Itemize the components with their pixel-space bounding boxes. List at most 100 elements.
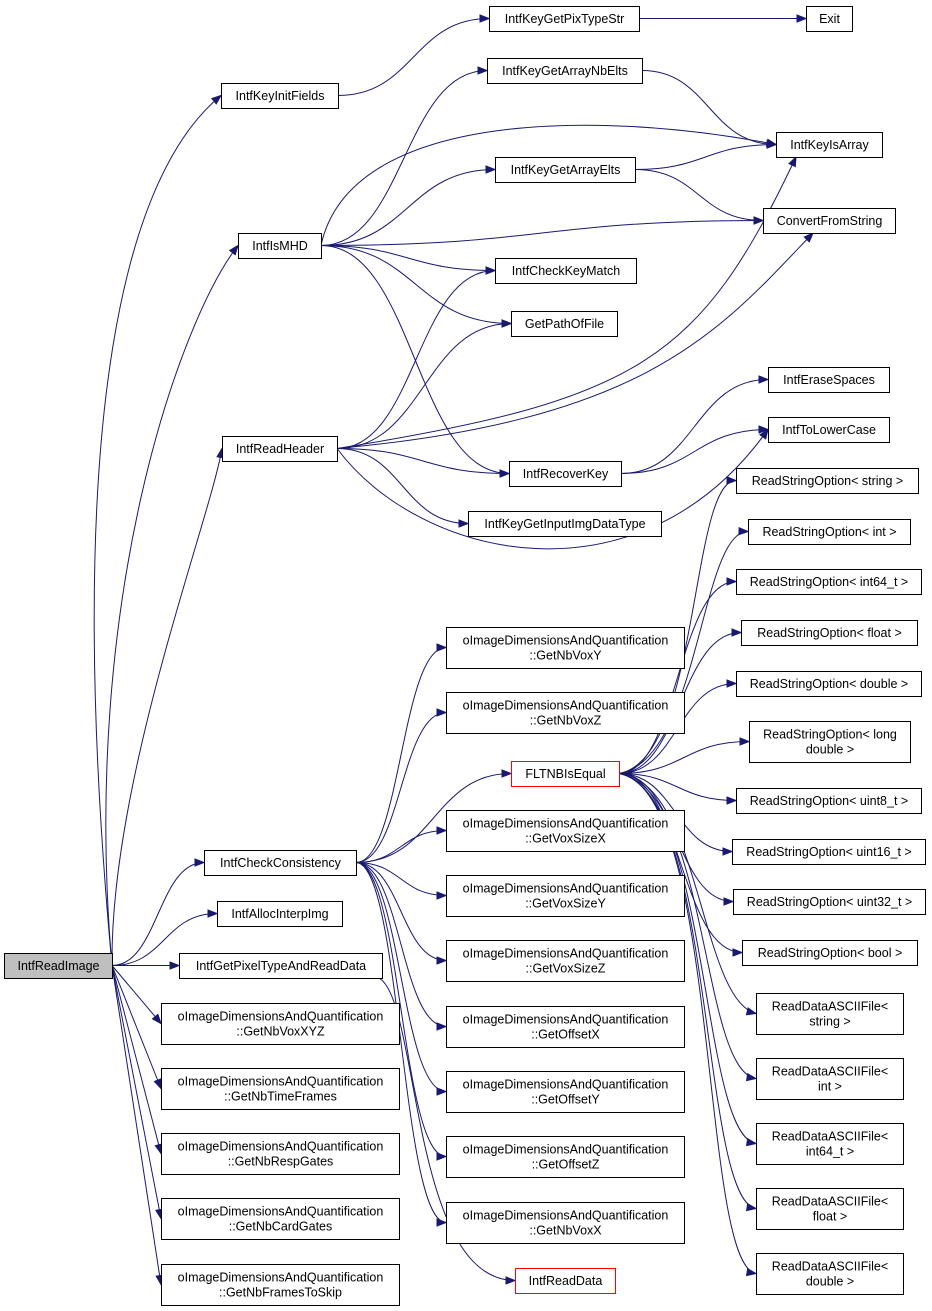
call-edge [634,140,778,170]
function-node-getpath[interactable]: GetPathOfFile [511,311,618,337]
function-node-rso-double[interactable]: ReadStringOption< double > [736,671,922,697]
call-edge [620,375,770,474]
function-node-exit[interactable]: Exit [806,6,853,32]
function-node-rso-uint32[interactable]: ReadStringOption< uint32_t > [733,889,926,915]
node-label: oImageDimensionsAndQuantification [178,1140,384,1154]
function-node-offsety[interactable]: oImageDimensionsAndQuantification::GetOf… [446,1071,685,1113]
node-label: oImageDimensionsAndQuantification [178,1271,384,1285]
function-node-checkkeymatch[interactable]: IntfCheckKeyMatch [495,258,637,284]
call-edge [355,862,448,1161]
function-node-nbvoxx[interactable]: oImageDimensionsAndQuantification::GetNb… [446,1202,685,1244]
node-box [756,1123,904,1165]
node-label: oImageDimensionsAndQuantification [178,1075,384,1089]
call-edge [639,14,808,23]
node-box [509,461,622,487]
node-label: IntfReadImage [18,959,100,973]
call-edge [111,858,206,966]
node-label: ::GetNbVoxX [529,1224,602,1238]
node-label: ReadStringOption< int > [762,525,896,539]
function-node-nbvoxxyz[interactable]: oImageDimensionsAndQuantification::GetNb… [161,1003,400,1045]
function-node-checkconsistency[interactable]: IntfCheckConsistency [204,850,357,876]
function-node-rso-bool[interactable]: ReadStringOption< bool > [742,940,918,966]
call-edge [336,319,513,449]
function-node-getpixtypestr[interactable]: IntfKeyGetPixTypeStr [489,6,640,32]
function-node-nbvoxy[interactable]: oImageDimensionsAndQuantification::GetNb… [446,627,685,669]
node-label: IntfKeyGetArrayElts [511,163,621,177]
node-label: ReadStringOption< string > [752,474,903,488]
node-label: ReadStringOption< uint8_t > [750,794,908,808]
function-node-readdata[interactable]: IntfReadData [515,1268,616,1294]
function-node-nbtimeframes[interactable]: oImageDimensionsAndQuantification::GetNb… [161,1068,400,1110]
function-node-isarray[interactable]: IntfKeyIsArray [776,132,883,158]
function-node-rso-string[interactable]: ReadStringOption< string > [736,468,919,494]
function-node-voxsizez[interactable]: oImageDimensionsAndQuantification::GetVo… [446,940,685,982]
function-node-getarrayelts[interactable]: IntfKeyGetArrayElts [495,157,636,183]
function-node-voxsizex[interactable]: oImageDimensionsAndQuantification::GetVo… [446,810,685,852]
function-node-nbcardgates[interactable]: oImageDimensionsAndQuantification::GetNb… [161,1198,400,1240]
call-edge [355,862,448,900]
node-label: ReadStringOption< int64_t > [750,575,908,589]
function-node-tolower[interactable]: IntfToLowerCase [768,417,890,443]
function-node-allocinterp[interactable]: IntfAllocInterpImg [217,901,343,927]
call-edge [320,245,497,275]
call-edge [618,773,738,805]
call-edge [337,14,491,96]
function-node-getarraynbelts[interactable]: IntfKeyGetArrayNbElts [487,58,643,84]
node-label: IntfKeyInitFields [236,89,325,103]
call-edge [618,773,744,957]
function-node-rso-int64[interactable]: ReadStringOption< int64_t > [736,569,922,595]
function-node-rso-uint16[interactable]: ReadStringOption< uint16_t > [732,839,926,865]
function-node-nbframestoskip[interactable]: oImageDimensionsAndQuantification::GetNb… [161,1264,400,1306]
function-node-ismhd[interactable]: IntfIsMHD [238,233,322,259]
function-node-rda-int64[interactable]: ReadDataASCIIFile<int64_t > [756,1123,904,1165]
function-node-rda-string[interactable]: ReadDataASCIIFile<string > [756,993,904,1035]
function-node-erasespaces[interactable]: IntfEraseSpaces [768,367,890,393]
node-label: ReadDataASCIIFile< [772,1195,888,1209]
node-box [4,953,113,979]
function-node-rda-double[interactable]: ReadDataASCIIFile<double > [756,1253,904,1295]
node-box [742,940,918,966]
function-node-readheader[interactable]: IntfReadHeader [222,436,338,462]
function-node-rso-float[interactable]: ReadStringOption< float > [741,620,918,646]
node-box [446,1136,685,1178]
node-label: ::GetNbTimeFrames [224,1090,337,1104]
function-node-fltnb[interactable]: FLTNBIsEqual [511,761,620,787]
function-node-nbvoxz[interactable]: oImageDimensionsAndQuantification::GetNb… [446,692,685,734]
function-node-getinputimg[interactable]: IntfKeyGetInputImgDataType [468,511,662,537]
function-node-recoverkey[interactable]: IntfRecoverKey [509,461,622,487]
node-label: IntfRecoverKey [523,467,609,481]
call-edge [111,965,164,1286]
node-label: IntfReadData [529,1274,603,1288]
function-node-nbrespgates[interactable]: oImageDimensionsAndQuantification::GetNb… [161,1133,400,1175]
function-node-getpixelread[interactable]: IntfGetPixelTypeAndReadData [179,953,383,979]
function-node-convert[interactable]: ConvertFromString [763,208,896,234]
function-node-offsetx[interactable]: oImageDimensionsAndQuantification::GetOf… [446,1006,685,1048]
call-edge [355,708,448,863]
function-node-voxsizey[interactable]: oImageDimensionsAndQuantification::GetVo… [446,875,685,917]
node-label: int > [818,1080,842,1094]
node-box [179,953,383,979]
node-label: IntfKeyGetInputImgDataType [484,517,645,531]
function-node-rso-uint8[interactable]: ReadStringOption< uint8_t > [736,788,922,814]
function-node-root[interactable]: IntfReadImage [4,953,113,979]
call-edge [320,216,765,246]
node-label: ReadDataASCIIFile< [772,1065,888,1079]
function-node-rso-int[interactable]: ReadStringOption< int > [748,519,911,545]
node-box [446,875,685,917]
call-edge [355,769,513,863]
function-node-rda-float[interactable]: ReadDataASCIIFile<float > [756,1188,904,1230]
call-edge [336,266,497,449]
node-label: oImageDimensionsAndQuantification [463,882,669,896]
node-box [736,788,922,814]
call-edge [618,773,758,1082]
function-node-rda-int[interactable]: ReadDataASCIIFile<int > [756,1058,904,1100]
node-box [495,258,637,284]
node-box [489,6,640,32]
call-edges [93,14,814,1286]
function-node-offsetz[interactable]: oImageDimensionsAndQuantification::GetOf… [446,1136,685,1178]
function-node-initfields[interactable]: IntfKeyInitFields [221,83,339,109]
call-edge [111,965,162,1090]
node-box [736,671,922,697]
